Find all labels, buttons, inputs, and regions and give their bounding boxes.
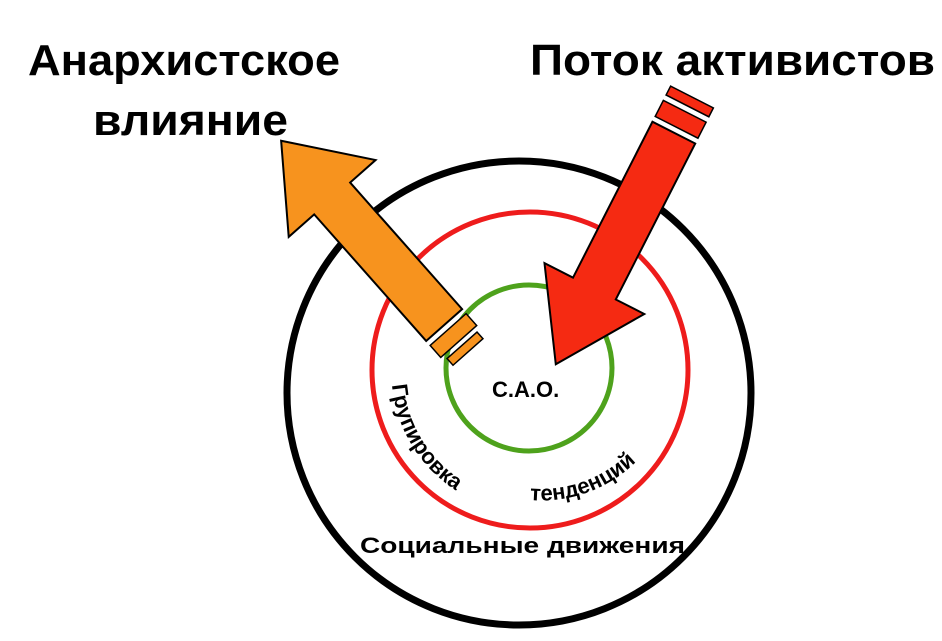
tendencies-group-text-left: Групировка [387,382,468,495]
sao-label: С.А.О. [492,377,559,402]
outer-ring [283,157,755,629]
anarchist-influence-title-line2: влияние [93,96,288,145]
activists-flow-title: Поток активистов [530,36,935,85]
tendencies-group-label-left: Групировка [387,382,468,495]
anarchist-influence-arrow [280,139,485,367]
social-movements-label: Социальные движения [360,533,685,558]
activists-flow-arrow [543,85,715,366]
middle-ring [369,209,691,531]
anarchist-influence-title-line1: Анархистское [28,36,340,85]
inner-ring [443,282,615,454]
